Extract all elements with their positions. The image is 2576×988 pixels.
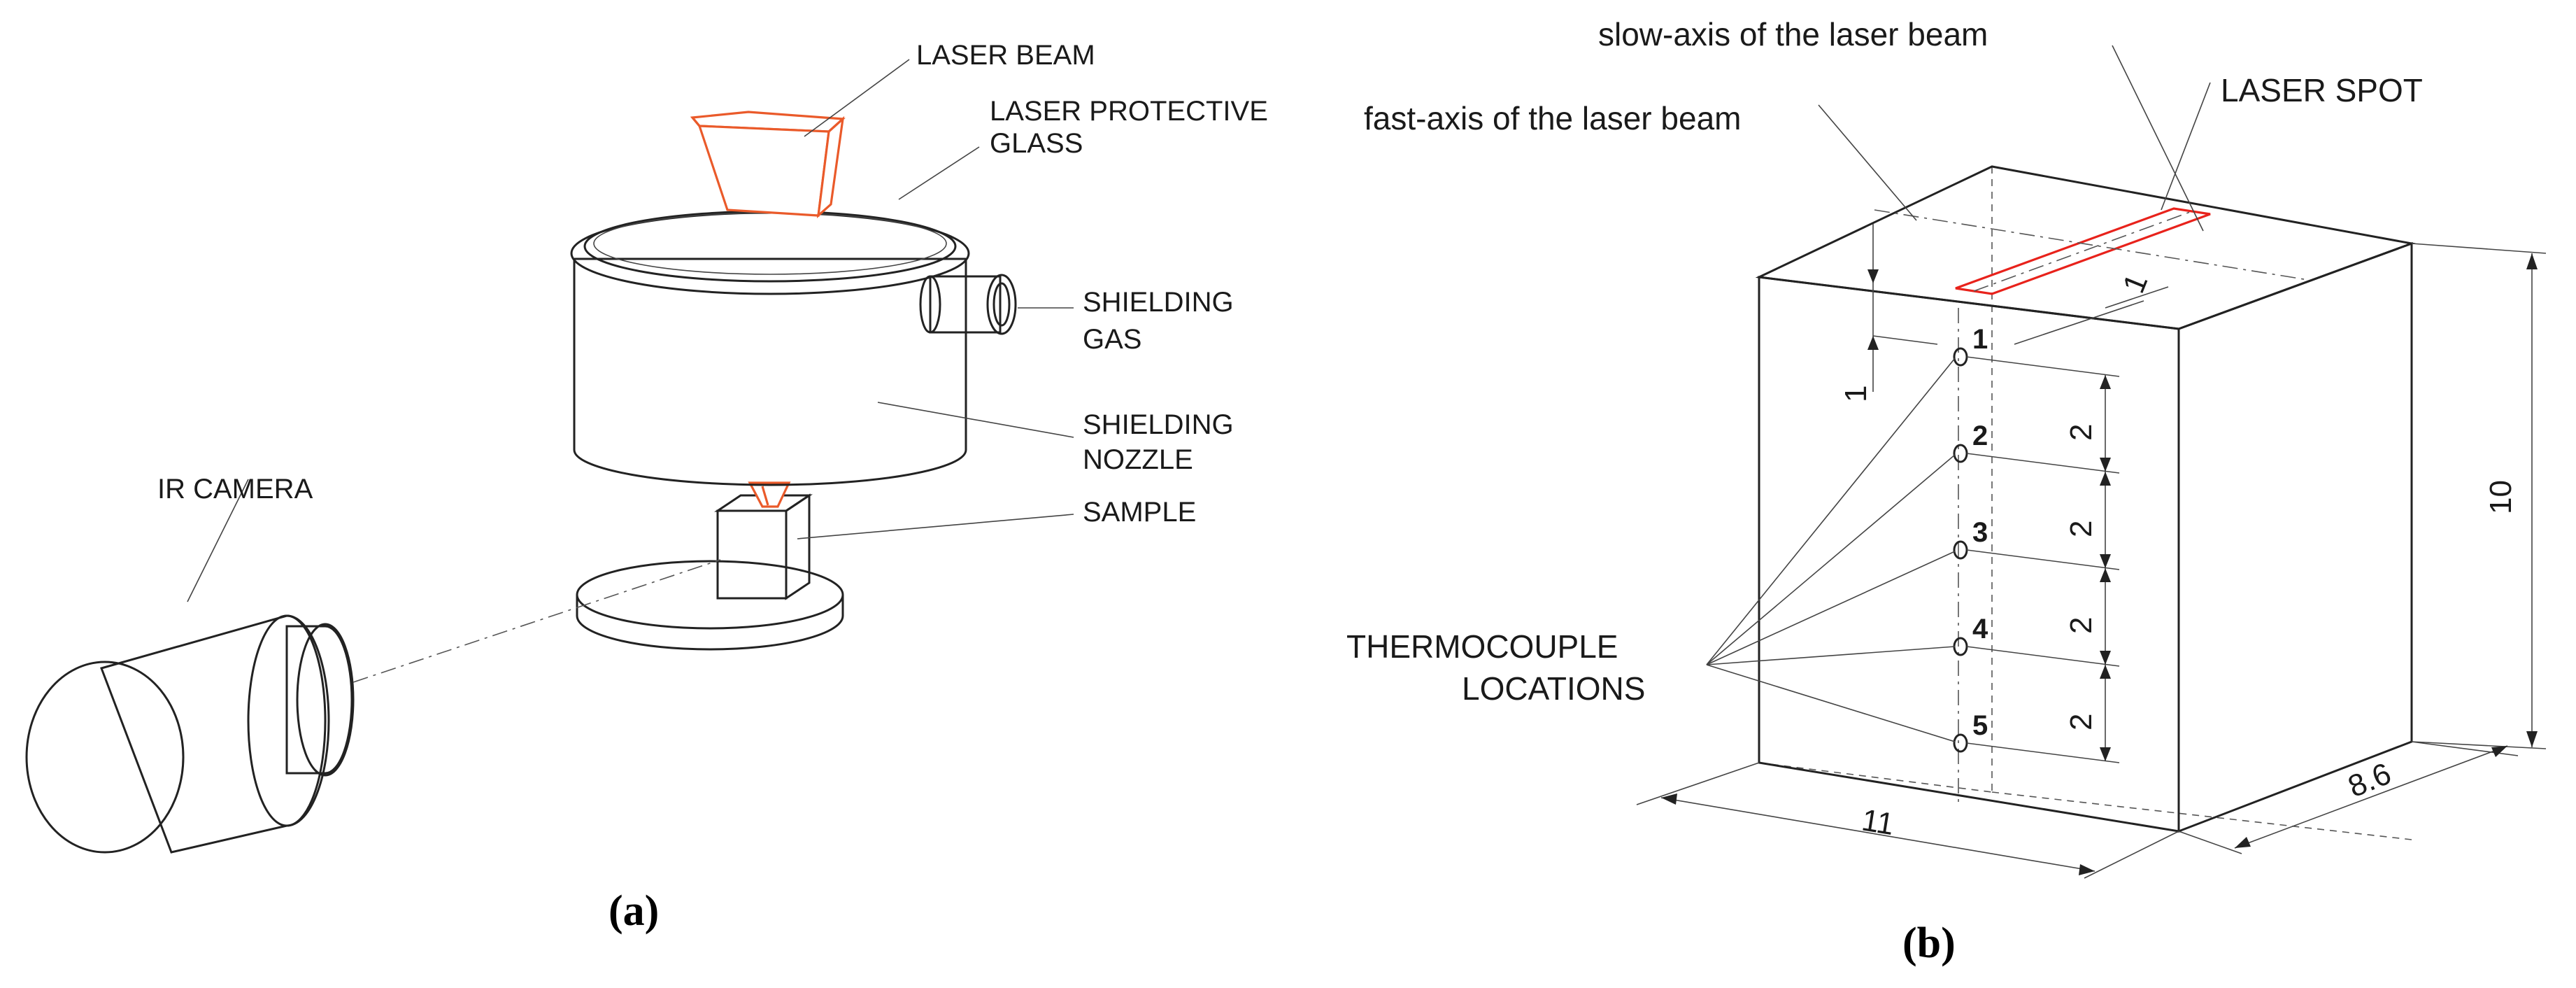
panel-b-sample: 1 1 1 2 3 4 5: [1346, 16, 2547, 967]
shielding-gas-tube: [919, 274, 1017, 335]
laser-beam: [690, 111, 846, 219]
shielding-nozzle: [570, 210, 970, 486]
dim-spacing-label-3: 2: [2064, 617, 2098, 634]
dim-spacing: [1966, 356, 2120, 763]
leader-lines-b: [1706, 45, 2211, 742]
sample-cube: [714, 493, 813, 600]
thermocouple-3: [1953, 540, 1968, 560]
thermocouple-1: [1953, 347, 1968, 367]
laser-spot: [1955, 207, 2211, 295]
dim-top-offset-label: 1: [1839, 386, 1873, 402]
label-ir-camera: IR CAMERA: [157, 474, 313, 504]
fast-axis-line: [1874, 209, 2309, 281]
dim-spacing-label-4: 2: [2064, 714, 2098, 731]
label-fast-axis: fast-axis of the laser beam: [1364, 100, 1741, 136]
base-plate: [576, 560, 844, 651]
thermocouple-4: [1953, 637, 1968, 656]
thermocouples: [1953, 347, 1968, 753]
label-slow-axis: slow-axis of the laser beam: [1598, 16, 1988, 52]
label-shielding-gas-1: SHIELDING: [1083, 287, 1234, 318]
label-shielding-nozzle-2: NOZZLE: [1083, 444, 1193, 475]
camera-view-line: [353, 559, 721, 683]
label-sample: SAMPLE: [1083, 497, 1196, 528]
dim-height-label: 10: [2484, 480, 2518, 514]
ir-camera: [25, 614, 355, 854]
label-protective-glass-2: GLASS: [990, 128, 1083, 159]
caption-a: (a): [609, 887, 659, 935]
dim-spacing-label-1: 2: [2064, 424, 2098, 441]
dim-spacing-label-2: 2: [2064, 521, 2098, 537]
label-laser-beam: LASER BEAM: [916, 40, 1095, 71]
dim-spot-offset: [2014, 286, 2169, 345]
dim-depth-label: 8.6: [2343, 756, 2396, 804]
sample-block: [1755, 165, 2416, 833]
leader-lines-a: [187, 59, 1074, 602]
label-shielding-gas-2: GAS: [1083, 324, 1141, 355]
thermocouple-label-4: 4: [1972, 614, 1988, 644]
thermocouple-label-3: 3: [1972, 517, 1988, 548]
panel-a-setup: LASER BEAM LASER PROTECTIVE GLASS SHIELD…: [25, 40, 1268, 935]
label-shielding-nozzle-1: SHIELDING: [1083, 409, 1234, 440]
dim-height: [2411, 243, 2547, 749]
thermocouple-5: [1953, 733, 1968, 753]
hidden-edges: [1758, 167, 2412, 840]
thermocouple-label-1: 1: [1972, 324, 1988, 355]
dim-top-offset: [1867, 224, 1938, 392]
label-protective-glass-1: LASER PROTECTIVE: [990, 96, 1268, 127]
thermocouple-label-5: 5: [1972, 710, 1988, 741]
dim-depth: [2178, 741, 2519, 854]
dim-width-label: 11: [1859, 803, 1896, 842]
thermocouple-2: [1953, 444, 1968, 463]
dim-spot-offset-label: 1: [2116, 269, 2155, 298]
thermocouple-label-2: 2: [1972, 421, 1988, 451]
dim-width: [1636, 762, 2179, 879]
label-thermocouple-2: LOCATIONS: [1462, 670, 1645, 707]
label-laser-spot: LASER SPOT: [2221, 72, 2423, 108]
caption-b: (b): [1902, 919, 1956, 967]
laser-cone: [748, 481, 791, 508]
label-thermocouple-1: THERMOCOUPLE: [1346, 628, 1618, 665]
